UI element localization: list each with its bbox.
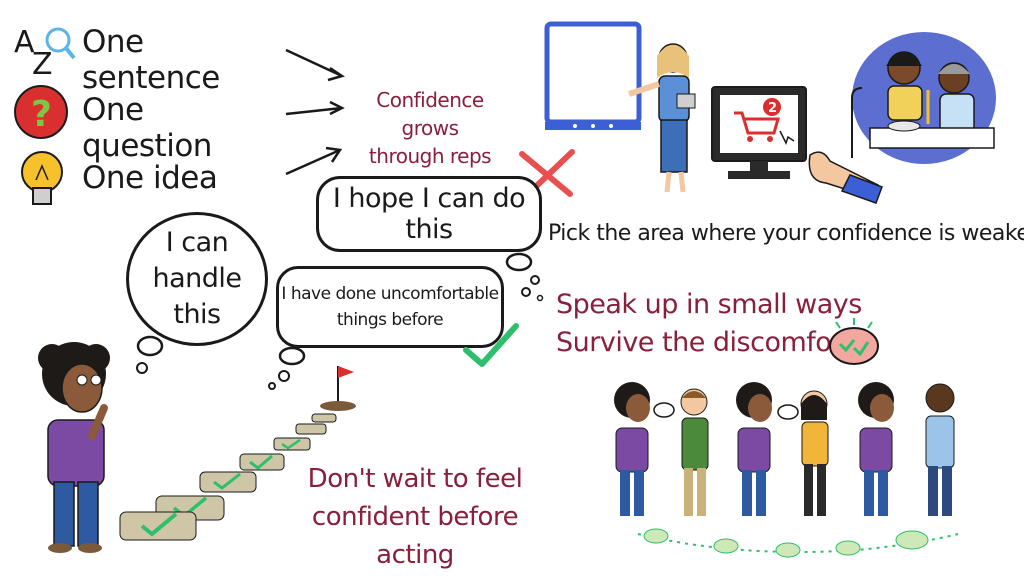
arrows <box>285 48 345 176</box>
bubble-hope: I hope I can do this <box>316 176 542 252</box>
green-check-icon <box>463 323 519 367</box>
computer-cart-illustration: 2 <box>711 86 883 204</box>
dont-wait-line-2: confident before acting <box>311 502 519 570</box>
speak-text: Speak up in small ways Survive the disco… <box>556 286 862 362</box>
bubble-done-tail <box>268 346 306 390</box>
dont-wait-text: Don't wait to feel confident before acti… <box>280 460 550 574</box>
dont-wait-line-1: Don't wait to feel <box>307 464 523 494</box>
list-item-one-idea: One idea <box>10 150 280 210</box>
pick-area-text: Pick the area where your confidence is w… <box>548 221 1024 246</box>
bubble-handle-line-1: I can <box>165 227 229 258</box>
az-magnifier-icon: A Z <box>14 25 76 82</box>
presenter-illustration <box>544 21 696 193</box>
question-mark-icon: ? <box>14 85 68 139</box>
small-circles <box>521 287 544 302</box>
svg-text:?: ? <box>31 94 52 135</box>
bubble-done-line-1: I have done uncomfortable <box>281 284 499 304</box>
thinking-woman-illustration <box>38 342 110 553</box>
bubble-hope-text: I hope I can do this <box>332 183 526 245</box>
bubble-done-line-2: things before <box>336 310 444 330</box>
brain-icon <box>829 318 879 365</box>
headline-line-2: through reps <box>368 144 492 168</box>
headline: Confidence grows through reps <box>345 86 515 170</box>
cart-badge: 2 <box>768 101 777 116</box>
bubble-hope-tail <box>505 252 540 285</box>
speak-line-2: Survive the discomfort <box>556 327 852 358</box>
list-item-one-question: ? One question <box>10 84 280 164</box>
list-label: One question <box>82 92 212 164</box>
headline-line-1: Confidence grows <box>376 88 484 140</box>
conversation-group-illustration <box>614 382 959 558</box>
bubble-done: I have done uncomfortable things before <box>276 266 504 348</box>
list-label: One sentence <box>82 24 220 96</box>
svg-text:A: A <box>14 25 35 60</box>
bubble-handle-line-3: this <box>173 299 221 330</box>
dinner-illustration <box>851 32 996 164</box>
bubble-handle-tail <box>136 335 164 374</box>
list-label: One idea <box>82 160 218 196</box>
speak-line-1: Speak up in small ways <box>556 289 862 320</box>
stepping-stones <box>119 366 356 541</box>
svg-text:Z: Z <box>32 47 53 82</box>
list-item-one-sentence: A Z One sentence <box>10 18 280 96</box>
bubble-handle: I can handle this <box>126 212 268 346</box>
bubble-handle-line-2: handle <box>152 263 242 294</box>
lightbulb-icon <box>21 151 63 205</box>
